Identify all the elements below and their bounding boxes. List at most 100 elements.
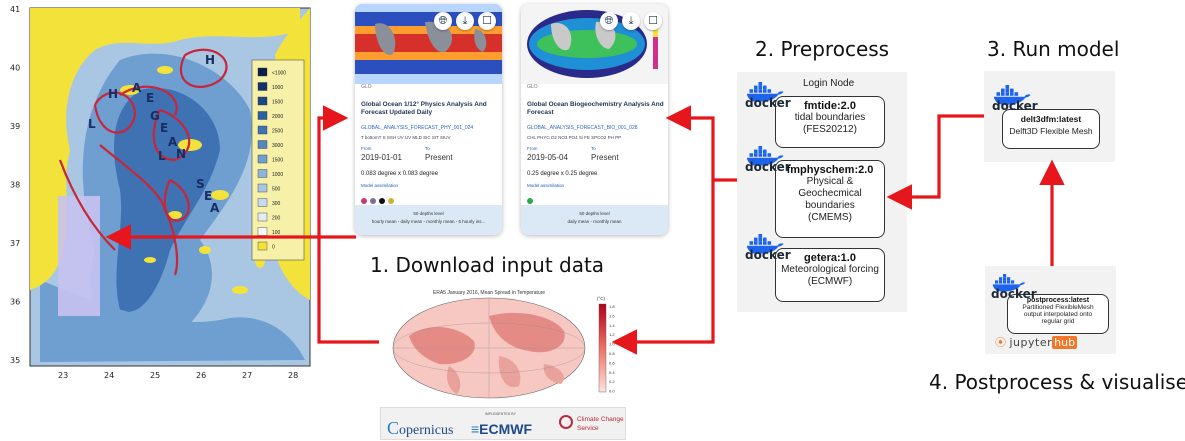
copernicus-logo: Copernicus <box>387 418 454 438</box>
product-card-physics[interactable]: 🌐︎⤓☐ GLO Global Ocean 1/12° Physics Analys… <box>355 4 502 235</box>
temporal-resolution: hourly mean - daily mean - monthly mean … <box>371 219 486 224</box>
latitude-tick-label: 40 <box>10 64 20 73</box>
arrow-preprocess-to-cards <box>665 105 737 182</box>
legend-swatch <box>257 212 268 222</box>
step-preprocess-title: 2. Preprocess <box>755 37 890 61</box>
legend-swatch <box>257 96 268 106</box>
product-id[interactable]: GLOBAL_ANALYSIS_FORECAST_PHY_001_024 <box>361 125 474 131</box>
from-date: 2019-05-04 <box>527 153 568 162</box>
assimilation-dot <box>370 198 376 204</box>
longitude-tick-label: 28 <box>288 371 298 380</box>
latitude-tick-label: 38 <box>10 181 20 190</box>
legend-label: 500 <box>272 187 281 193</box>
depth-levels: 50 depths level <box>579 211 610 216</box>
legend-swatch <box>257 241 268 251</box>
docker-whale-icon <box>746 234 784 254</box>
container-description: Meteorological forcing <box>781 264 879 275</box>
legend-swatch <box>257 125 268 135</box>
bookmark-icon[interactable]: ☐ <box>478 12 496 30</box>
product-title[interactable]: Global Ocean Biogeochemistry Analysis An… <box>527 101 664 116</box>
product-variables: T bottomT S SSH UV UV MLD SIC SIT SIUV <box>361 135 451 140</box>
docker-whale-icon <box>746 146 784 166</box>
legend-label: 0 <box>272 245 275 251</box>
legend-label: <1000 <box>272 71 286 77</box>
globe-icon[interactable]: 🌐︎ <box>434 12 452 30</box>
legend-swatch <box>257 198 268 207</box>
arrow-era-to-map <box>317 238 379 344</box>
container-description: Geochecmical <box>798 188 862 199</box>
container-description: (FES20212) <box>803 124 857 135</box>
data-provider-logos: Copernicus IMPLEMENTED BY ≡ECMWF Climate… <box>380 407 626 440</box>
longitude-tick-label: 24 <box>104 371 114 380</box>
container-description: tidal boundaries <box>794 112 866 123</box>
assimilation-dot <box>527 198 533 204</box>
era5-scale-label: 1.6 <box>609 313 615 318</box>
to-label: To <box>425 146 430 151</box>
era5-title: ERA5 January 2016, Mean Spread in Temper… <box>433 290 545 296</box>
postprocess-panel: postprocess:latest Partitioned FlexibleM… <box>985 266 1116 354</box>
spatial-resolution: 0.083 degree x 0.083 degree <box>361 171 439 177</box>
download-icon[interactable]: ⤓ <box>456 12 474 30</box>
legend-swatch <box>257 183 268 193</box>
sea-map-letter: A <box>132 81 142 95</box>
postprocess-container[interactable]: postprocess:latest Partitioned FlexibleM… <box>1007 294 1109 334</box>
legend-swatch <box>257 111 268 120</box>
era5-temperature-map: ERA5 January 2016, Mean Spread in Temper… <box>379 286 626 402</box>
era5-scale-label: 0.4 <box>609 370 615 375</box>
era5-scale-label: 1.4 <box>609 323 615 328</box>
container-description: Physical & <box>806 176 854 187</box>
product-id[interactable]: GLOBAL_ANALYSIS_FORECAST_BIO_001_028 <box>527 125 638 131</box>
step-download-title: 1. Download input data <box>370 253 605 277</box>
sea-map-letter: A <box>168 135 178 149</box>
legend-label: 3000 <box>272 143 283 149</box>
sea-map-letter: L <box>158 149 166 163</box>
sea-map-letter: S <box>196 177 205 191</box>
delft3dfm-container[interactable]: delt3dfm:latest Delft3D Flexible Mesh <box>1002 109 1100 149</box>
assimilation-dots <box>361 191 397 209</box>
assimilation-label: Model assimilation <box>527 183 565 188</box>
assimilation-dot <box>361 198 367 204</box>
docker-wordmark: docker <box>992 99 1038 114</box>
from-label: From <box>527 146 538 151</box>
product-area-tag: GLO <box>527 84 538 90</box>
sea-map-letter: H <box>108 87 118 101</box>
docker-whale-icon <box>746 82 784 102</box>
temporal-resolution: daily mean - monthly mean <box>567 219 622 224</box>
product-title[interactable]: Global Ocean 1/12° Physics Analysis And … <box>361 101 487 116</box>
legend-swatch <box>257 154 268 164</box>
sea-map-letter: L <box>88 117 96 131</box>
era5-unit: (°C) <box>597 296 606 301</box>
sea-map-letter: H <box>205 53 215 67</box>
assimilation-label: Model assimilation <box>361 183 399 188</box>
product-area-tag: GLO <box>361 84 372 90</box>
longitude-tick-label: 23 <box>58 371 68 380</box>
product-footer: 50 depths level daily mean - monthly mean <box>521 205 668 235</box>
sea-map-letter: E <box>146 91 154 105</box>
bookmark-icon[interactable]: ☐ <box>644 12 662 30</box>
legend-label: 1500 <box>272 158 283 164</box>
legend-swatch <box>257 169 268 178</box>
era5-scale-label: 0.6 <box>609 360 615 365</box>
longitude-tick-label: 26 <box>196 371 206 380</box>
container-name: fmtide:2.0 <box>804 100 856 112</box>
legend-swatch <box>257 82 268 91</box>
sea-map-letter: N <box>176 147 186 161</box>
assimilation-dots <box>527 191 536 209</box>
product-thumbnail[interactable] <box>521 4 668 84</box>
era5-scale-label: 0.0 <box>609 389 615 394</box>
download-icon[interactable]: ⤓ <box>622 12 640 30</box>
product-card-biogeochemistry[interactable]: 🌐︎⤓☐ GLO Global Ocean Biogeochemistry Anal… <box>521 4 668 235</box>
to-date: Present <box>425 153 453 162</box>
globe-icon[interactable]: 🌐︎ <box>600 12 618 30</box>
product-thumbnail[interactable] <box>355 4 502 84</box>
from-label: From <box>361 146 372 151</box>
docker-whale-icon <box>992 274 1026 292</box>
container-description: (CMEMS) <box>808 212 852 223</box>
to-label: To <box>591 146 596 151</box>
legend-label: 1000 <box>272 85 283 91</box>
